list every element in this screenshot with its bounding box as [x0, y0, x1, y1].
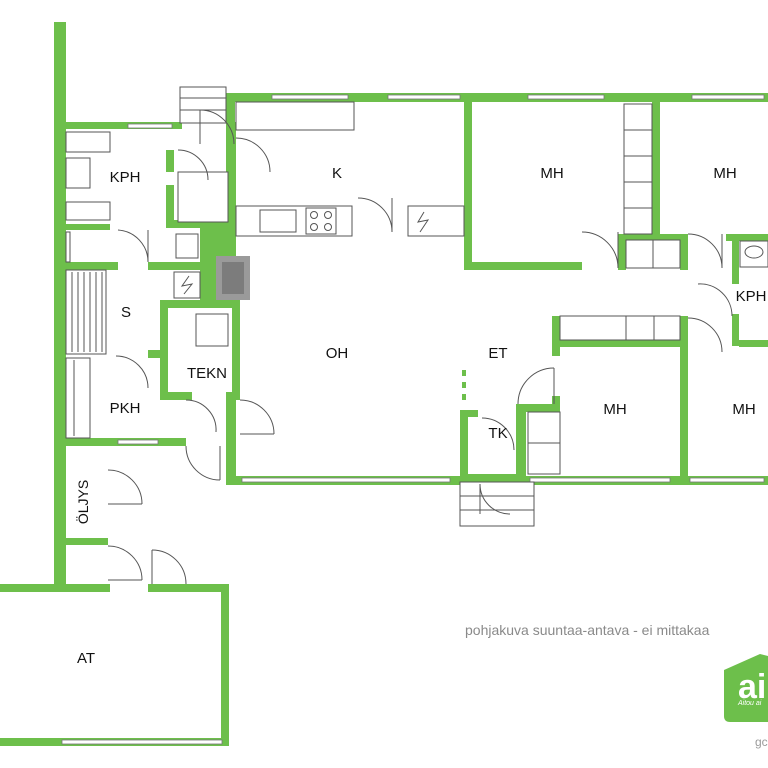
room-labels: K MH MH KPH KPH S OH ET TEKN PKH MH MH T… [74, 165, 766, 667]
fixtures [65, 86, 768, 527]
room-label-bedroom-4: MH [732, 401, 755, 418]
windows [61, 94, 765, 745]
room-label-living-room: OH [326, 345, 349, 362]
room-label-oil-room: ÖLJYS [74, 480, 91, 524]
room-label-bathroom-1: KPH [110, 169, 141, 186]
room-label-kitchen: K [332, 165, 342, 182]
room-label-garage: AT [77, 650, 95, 667]
room-label-bedroom-1: MH [540, 165, 563, 182]
brand-logo-tagline: Aitou ai [738, 700, 762, 707]
footer-text: gc [755, 735, 768, 749]
room-label-bedroom-2: MH [713, 165, 736, 182]
room-label-utility-room: PKH [110, 400, 141, 417]
brand-logo-text: ai [738, 668, 767, 706]
disclaimer-note: pohjakuva suuntaa-antava - ei mittakaa [465, 622, 710, 638]
room-label-sauna: S [121, 304, 131, 321]
doors [107, 109, 733, 585]
room-label-closet: TK [488, 425, 507, 442]
room-label-bedroom-3: MH [603, 401, 626, 418]
room-label-technical-room: TEKN [187, 365, 227, 382]
brand-logo-shape [724, 654, 768, 722]
room-label-hallway: ET [488, 345, 507, 362]
room-label-bathroom-2: KPH [736, 288, 767, 305]
